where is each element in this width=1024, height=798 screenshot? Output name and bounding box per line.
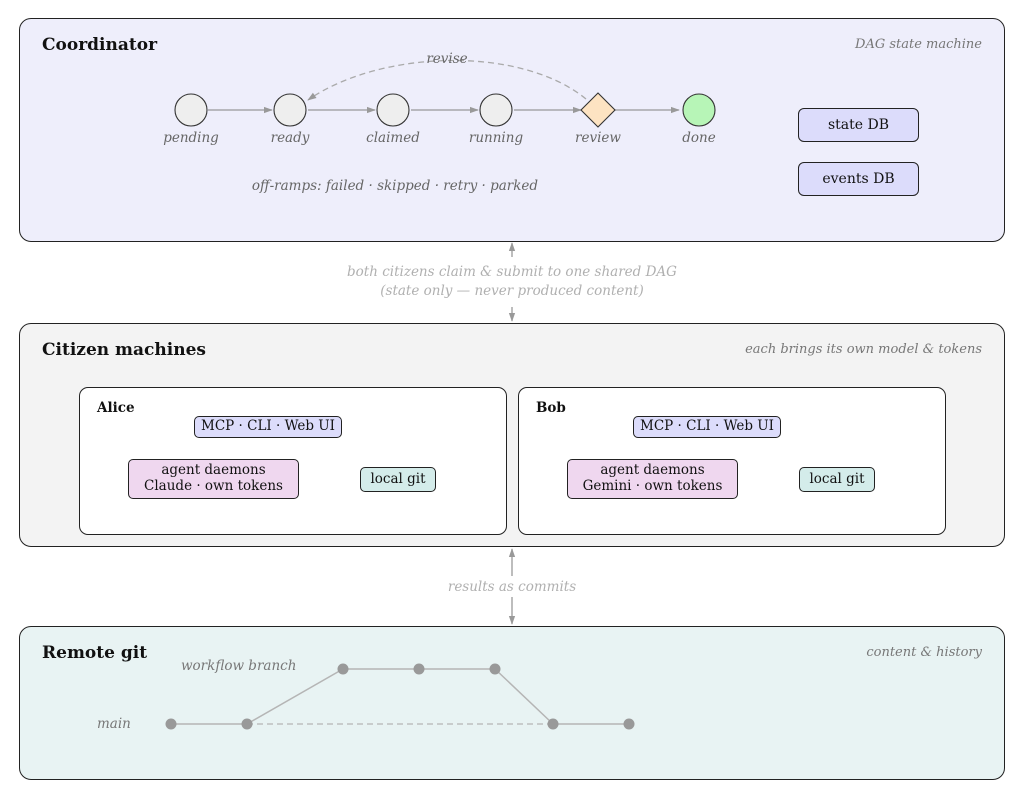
coordinator-note: DAG state machine — [855, 37, 982, 52]
local-git-box: local git — [360, 467, 436, 492]
commit-dot — [623, 718, 635, 730]
state-claimed-node — [376, 93, 410, 127]
revise-label: revise — [426, 51, 467, 67]
events-db-box: events DB — [798, 162, 919, 196]
link2-label: results as commits — [448, 579, 576, 595]
workflow-branch-label: workflow branch — [181, 658, 296, 674]
citizen-note: each brings its own model & tokens — [745, 342, 982, 357]
state-done-node — [682, 93, 716, 127]
agent-daemons-box: agent daemons Gemini · own tokens — [567, 459, 738, 499]
state-label: ready — [271, 130, 310, 146]
state-label: running — [469, 130, 524, 146]
coordinator-title: Coordinator — [42, 35, 158, 55]
state-ready-node — [273, 93, 307, 127]
edge-revise — [307, 59, 587, 101]
agent-label: agent daemons — [161, 462, 266, 479]
commit-dot — [337, 663, 349, 675]
local-git-box: local git — [799, 467, 875, 492]
state-labels: pending ready claimed running review don… — [163, 51, 716, 194]
interfaces-box: MCP · CLI · Web UI — [633, 416, 782, 438]
coordinator-panel: Coordinator DAG state machine state DB e… — [19, 18, 1005, 242]
remote-git-panel: Remote git content & history — [19, 626, 1005, 780]
state-label: done — [682, 130, 715, 146]
citizen-title: Citizen machines — [42, 340, 206, 360]
agent-model: Claude · own tokens — [144, 478, 283, 494]
agent-model: Gemini · own tokens — [582, 478, 723, 494]
commit-dot — [165, 718, 177, 730]
interfaces-box: MCP · CLI · Web UI — [194, 416, 343, 438]
remote-note: content & history — [866, 645, 982, 660]
git-graph — [165, 663, 635, 730]
state-label: claimed — [366, 130, 420, 146]
machine-name: Alice — [97, 400, 135, 416]
state-pending-node — [174, 93, 208, 127]
state-nodes — [174, 92, 716, 128]
remote-title: Remote git — [42, 643, 148, 663]
link1-line1: both citizens claim & submit to one shar… — [347, 264, 677, 280]
state-running-node — [479, 93, 513, 127]
machine-alice: Alice MCP · CLI · Web UI agent daemons C… — [79, 387, 507, 535]
commit-dot — [547, 718, 559, 730]
link-labels: both citizens claim & submit to one shar… — [347, 264, 677, 595]
machine-bob: Bob MCP · CLI · Web UI agent daemons Gem… — [518, 387, 946, 535]
commit-dot — [241, 718, 253, 730]
main-label: main — [97, 716, 131, 732]
state-label: pending — [163, 130, 219, 146]
state-review-node — [580, 92, 616, 128]
state-db-box: state DB — [798, 108, 919, 142]
workflow-branch-line — [246, 668, 554, 725]
agent-label: agent daemons — [600, 462, 705, 479]
state-label: review — [575, 130, 621, 146]
offramps-label: off-ramps: failed · skipped · retry · pa… — [252, 178, 539, 194]
state-edges — [208, 59, 680, 114]
machine-name: Bob — [536, 400, 566, 416]
citizen-machines-panel: Citizen machines each brings its own mod… — [19, 323, 1005, 547]
git-labels: workflow branch main — [97, 658, 296, 732]
link1-line2: (state only — never produced content) — [380, 283, 644, 299]
commit-dot — [413, 663, 425, 675]
agent-daemons-box: agent daemons Claude · own tokens — [128, 459, 299, 499]
commit-dot — [489, 663, 501, 675]
